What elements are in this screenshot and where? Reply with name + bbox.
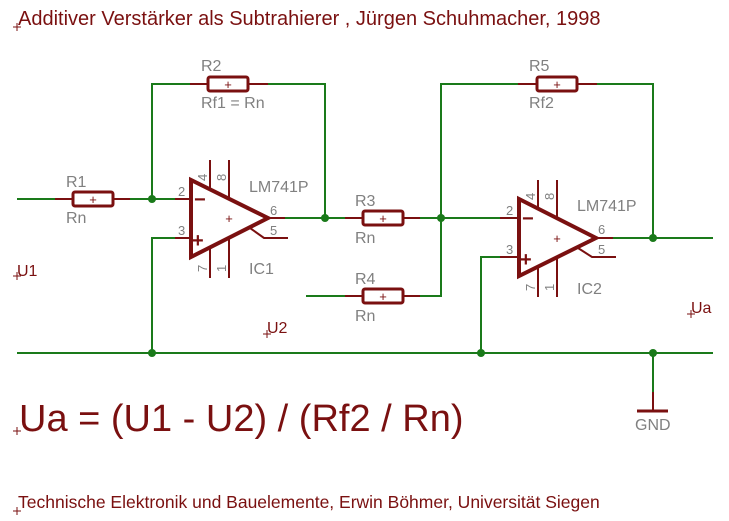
inverting-input-symbol: −	[522, 208, 534, 230]
pin-label: 6	[270, 203, 277, 218]
pin-label: 7	[523, 284, 538, 291]
opamp-ic2-part: LM741P	[577, 198, 637, 215]
resistor-r1-name: R1	[66, 174, 87, 191]
title: Additiver Verstärker als Subtrahierer , …	[18, 8, 601, 30]
opamp-ic2-name: IC2	[577, 281, 602, 298]
footer-origin-cross	[13, 507, 21, 515]
opamp-center-mark: +	[225, 211, 233, 226]
noninverting-input-symbol: +	[192, 230, 204, 252]
title-origin-cross	[13, 23, 21, 31]
resistor-r5-value: Rf2	[529, 95, 554, 112]
pin-label: 3	[506, 242, 513, 257]
junctions	[148, 195, 657, 357]
wires	[17, 83, 713, 392]
opamp-center-mark: +	[553, 231, 561, 246]
junction-node	[649, 349, 657, 357]
pin-label: 2	[178, 184, 185, 199]
wire-r2-left	[151, 83, 190, 199]
resistor-r4-name: R4	[355, 271, 376, 288]
net-label-u2-text: U2	[267, 320, 288, 337]
pin-label: 5	[270, 223, 277, 238]
pin-label: 1	[214, 265, 229, 272]
ground-symbol[interactable]: GND	[635, 392, 671, 434]
opamp-ic1-name: IC1	[249, 261, 274, 278]
net-label-ua: Ua	[687, 300, 712, 318]
noninverting-input-symbol: +	[520, 249, 532, 271]
junction-node	[321, 214, 329, 222]
pin-label: 3	[178, 223, 185, 238]
resistor-r1[interactable]: + R1 Rn	[55, 174, 130, 227]
formula: Ua = (U1 - U2) / (Rf2 / Rn)	[19, 398, 463, 440]
resistor-r2[interactable]: + R2 Rf1 = Rn	[190, 58, 268, 112]
wire-r4-right	[420, 218, 442, 297]
resistor-r4-value: Rn	[355, 308, 375, 325]
opamp-ic2[interactable]: − + + 2 3 6 5 4 8 7 1 LM741P IC2	[500, 180, 637, 298]
pin-label: 8	[214, 174, 229, 181]
junction-node	[148, 195, 156, 203]
resistor-r1-value: Rn	[66, 210, 86, 227]
pin-label: 6	[598, 222, 605, 237]
pin-label: 1	[542, 284, 557, 291]
resistor-r2-name: R2	[201, 58, 222, 75]
resistor-plus-mark: +	[379, 211, 387, 226]
opamp-ic1-part: LM741P	[249, 179, 309, 196]
resistor-plus-mark: +	[379, 289, 387, 304]
pin-label: 8	[542, 193, 557, 200]
resistor-r3-name: R3	[355, 193, 376, 210]
pin-label: 4	[195, 174, 210, 181]
resistor-plus-mark: +	[224, 77, 232, 92]
wire-ic2-noninv	[480, 256, 500, 353]
resistor-r3-value: Rn	[355, 230, 375, 247]
footer: Technische Elektronik und Bauelemente, E…	[18, 492, 600, 512]
net-label-u1-text: U1	[17, 263, 38, 280]
resistor-r5-name: R5	[529, 58, 550, 75]
pin-label: 4	[523, 193, 538, 200]
resistor-r3[interactable]: + R3 Rn	[345, 193, 420, 247]
junction-node	[437, 214, 445, 222]
pin-label: 5	[598, 242, 605, 257]
resistor-plus-mark: +	[89, 192, 97, 207]
net-label-u1: U1	[13, 263, 38, 280]
pin-label: 7	[195, 265, 210, 272]
resistor-plus-mark: +	[553, 77, 561, 92]
formula-origin-cross	[13, 427, 21, 435]
net-label-u2: U2	[263, 320, 288, 338]
resistor-r4[interactable]: + R4 Rn	[345, 271, 420, 325]
junction-node	[649, 234, 657, 242]
wire-r5-left	[440, 83, 518, 218]
wire-r5-right	[597, 83, 654, 238]
resistor-r2-value: Rf1 = Rn	[201, 95, 265, 112]
net-label-ua-text: Ua	[691, 300, 712, 317]
wire-ic1-noninv	[151, 237, 175, 353]
wire-r2-right	[268, 83, 326, 218]
ground-label: GND	[635, 417, 671, 434]
resistor-r5[interactable]: + R5 Rf2	[518, 58, 597, 112]
junction-node	[477, 349, 485, 357]
junction-node	[148, 349, 156, 357]
opamp-ic1[interactable]: − + + 2 3 6 5 4 8 7 1 LM741P IC1	[175, 160, 309, 278]
pin-label: 2	[506, 203, 513, 218]
inverting-input-symbol: −	[194, 189, 206, 211]
